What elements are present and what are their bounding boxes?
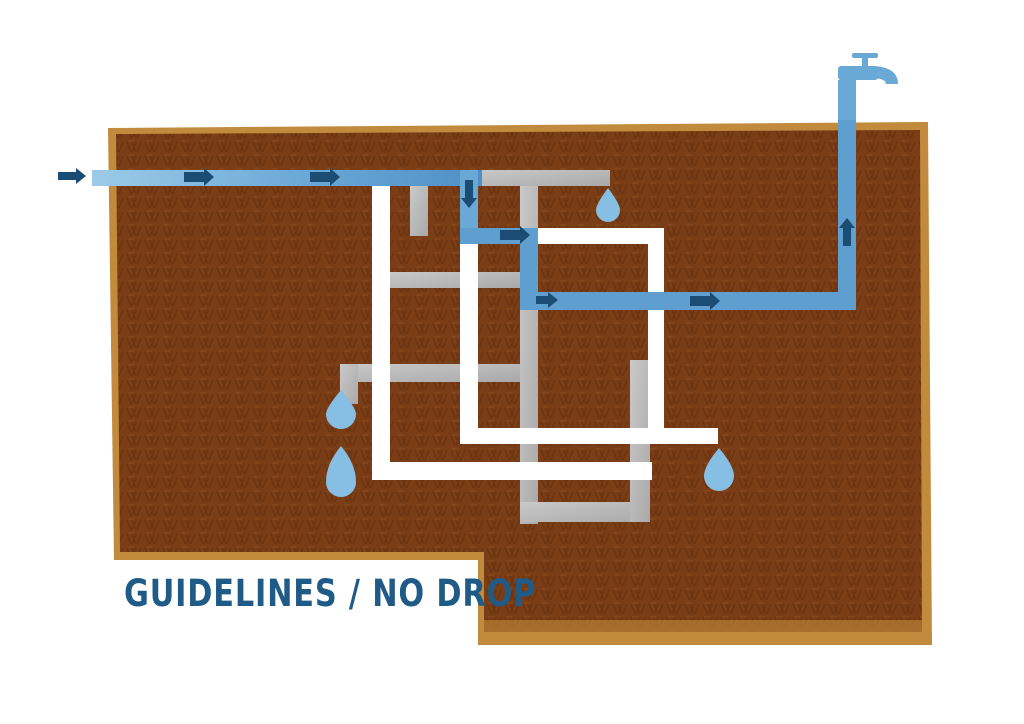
faucet-icon bbox=[838, 53, 898, 84]
flow-arrow-icon bbox=[500, 226, 530, 244]
white-pipe bbox=[538, 228, 664, 244]
blue-pipe-down bbox=[520, 228, 538, 308]
flow-arrow-icon bbox=[461, 180, 477, 208]
white-pipe bbox=[460, 244, 478, 444]
grey-pipe bbox=[410, 186, 428, 236]
diagram-title: GUIDELINES / NO DROP bbox=[124, 572, 537, 615]
blue-pipe-inlet bbox=[92, 170, 482, 186]
grey-pipe bbox=[520, 502, 650, 522]
flow-arrow-icon bbox=[690, 292, 720, 310]
flow-arrow-icon bbox=[310, 168, 340, 186]
water-drops bbox=[326, 188, 734, 497]
water-drop-icon bbox=[596, 188, 620, 222]
white-pipes bbox=[372, 186, 718, 480]
grey-pipe bbox=[340, 364, 520, 382]
blue-pipe bbox=[520, 292, 856, 310]
white-pipe bbox=[648, 228, 664, 444]
blue-pipe-up bbox=[838, 80, 856, 120]
flow-arrow-icon bbox=[58, 168, 86, 184]
water-drop-icon bbox=[704, 448, 734, 491]
blue-pipe-up bbox=[838, 118, 856, 310]
water-drop-icon bbox=[326, 446, 356, 497]
grey-pipe bbox=[386, 272, 520, 288]
white-pipe bbox=[372, 462, 652, 480]
flow-arrow-icon bbox=[536, 292, 558, 308]
flow-arrows bbox=[58, 168, 855, 310]
water-drop-icon bbox=[326, 390, 356, 429]
white-pipe bbox=[460, 428, 718, 444]
white-pipe bbox=[372, 186, 390, 480]
flow-arrow-icon bbox=[184, 168, 214, 186]
grey-pipe bbox=[340, 364, 358, 404]
grey-pipe bbox=[470, 170, 610, 186]
flow-arrow-icon bbox=[839, 218, 855, 246]
